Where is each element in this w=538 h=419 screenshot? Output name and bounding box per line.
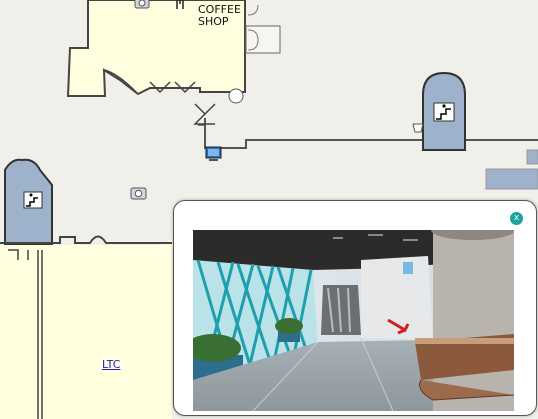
building-block [526, 149, 538, 165]
door-swings [149, 81, 216, 125]
close-button[interactable]: x [510, 212, 523, 225]
location-photo [193, 230, 514, 411]
stair-tower-left [4, 158, 53, 246]
camera-icon[interactable] [130, 187, 147, 200]
building-block [485, 168, 538, 190]
camera-icon[interactable] [134, 0, 150, 9]
restaurant-icon [176, 0, 184, 9]
coffee-shop-label: COFFEE SHOP [198, 3, 241, 28]
stair-tower-right [422, 71, 466, 151]
corridor-walls [198, 118, 538, 149]
photo-popup: x [173, 200, 537, 416]
computer-icon[interactable] [205, 146, 222, 161]
ltc-room [0, 235, 172, 419]
ltc-link[interactable]: LTC [102, 358, 121, 371]
water-fountain-icon [412, 123, 424, 133]
coffee-shop-room [66, 0, 281, 104]
